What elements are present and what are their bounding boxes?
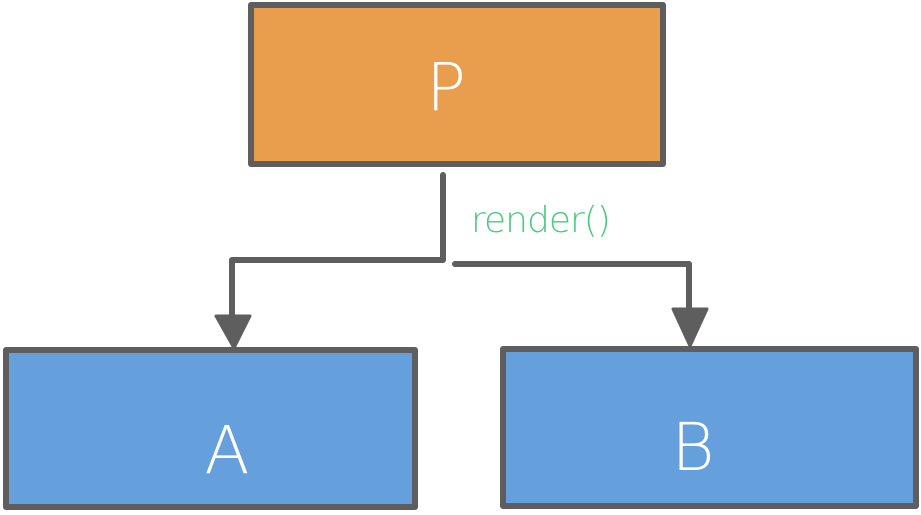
- node-child-a: A: [3, 347, 418, 510]
- arrowhead-b: [671, 307, 709, 348]
- arrowhead-a: [214, 314, 252, 350]
- node-child-b-label: B: [671, 409, 714, 486]
- node-parent-box: [248, 2, 666, 167]
- node-parent: P: [248, 2, 666, 167]
- node-child-a-label: A: [204, 412, 249, 489]
- node-child-b: B: [500, 346, 919, 509]
- node-parent-label: P: [426, 49, 466, 126]
- edge-label-render: render(): [471, 200, 610, 241]
- node-child-a-box: [3, 347, 418, 510]
- connector-p-to-b: [452, 261, 692, 313]
- node-child-b-box: [500, 346, 919, 509]
- connector-p-to-a: [229, 172, 446, 321]
